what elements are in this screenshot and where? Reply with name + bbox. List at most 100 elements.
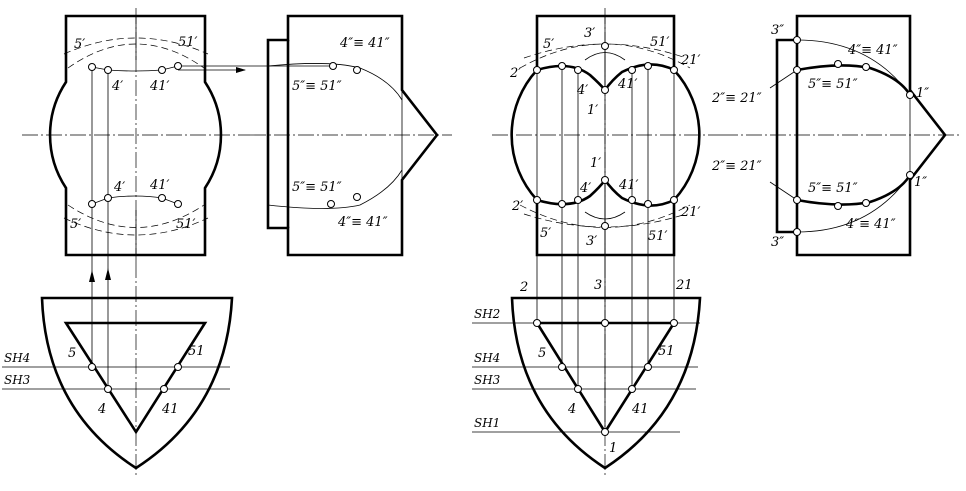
right-plan-label-41: 41 xyxy=(631,402,649,417)
right-side-label-4-top: 4″≡ 41″ xyxy=(847,43,898,58)
right-front-point-5-top xyxy=(558,62,566,70)
right-front-point-1-top xyxy=(601,86,609,94)
right-front-label-2-top: 2′ xyxy=(509,66,521,81)
left-side-lower-curve xyxy=(267,169,403,209)
left-side-point-4-bot xyxy=(353,193,361,201)
right-side-point-3-top xyxy=(793,36,801,44)
left-front-hidden-upper-curve-2 xyxy=(63,37,209,55)
left-front-label-41-bot: 41′ xyxy=(149,178,170,193)
left-plan-triangle xyxy=(63,321,208,435)
right-front-point-4-top xyxy=(574,66,582,74)
left-front-point-4-top xyxy=(104,66,112,74)
right-side-view: 3″ 4″≡ 41″ 2″≡ 21″ 5″≡ 51″ 1″ 2″≡ 21″ 5″… xyxy=(711,14,960,257)
left-side-label-4-top: 4″≡ 41″ xyxy=(339,36,390,51)
right-side-label-5-bot: 5″≡ 51″ xyxy=(808,181,858,196)
right-front-point-51-top xyxy=(644,62,652,70)
right-side-point-1-top xyxy=(906,91,914,99)
left-side-outline xyxy=(266,14,439,257)
left-front-point-5-bot xyxy=(88,200,96,208)
right-front-point-21-bot xyxy=(670,196,678,204)
left-plan-label-41: 41 xyxy=(161,402,179,417)
left-front-label-41-top: 41′ xyxy=(149,79,170,94)
left-front-point-41-top xyxy=(158,66,166,74)
left-front-hidden-lower-curve-2 xyxy=(63,217,209,236)
right-plan-point-41 xyxy=(628,385,636,393)
left-front-point-41-bot xyxy=(158,194,166,202)
left-front-label-4-bot: 4′ xyxy=(113,180,125,195)
right-front-label-51-top: 51′ xyxy=(650,35,670,50)
right-side-leader-2-top xyxy=(769,69,798,89)
right-plan-point-1 xyxy=(601,428,609,436)
right-side-label-2-top: 2″≡ 21″ xyxy=(711,91,762,106)
right-side-point-5-bot xyxy=(834,202,842,210)
left-plan-point-5 xyxy=(88,363,96,371)
right-side-point-3-bot xyxy=(793,228,801,236)
right-plan-label-sh3: SH3 xyxy=(474,373,501,387)
right-plan-point-3 xyxy=(601,319,609,327)
right-plan-point-2 xyxy=(533,319,541,327)
right-plan-point-4 xyxy=(574,385,582,393)
left-side-point-5-bot xyxy=(327,200,335,208)
right-front-label-1-top: 1′ xyxy=(587,103,598,118)
left-plan-label-51: 51 xyxy=(188,344,205,359)
right-plan-label-sh1: SH1 xyxy=(474,416,500,430)
right-side-point-5-top xyxy=(834,60,842,68)
right-front-label-3-top: 3′ xyxy=(584,26,595,41)
right-side-point-2-top xyxy=(793,66,801,74)
left-plan-label-4: 4 xyxy=(97,402,106,417)
right-plan-label-3: 3 xyxy=(594,278,602,293)
left-front-label-4-top: 4′ xyxy=(111,79,123,94)
right-plan-view: 2 3 21 5 51 4 41 1 SH2 SH4 SH3 SH1 xyxy=(472,262,702,478)
right-side-lower-curve xyxy=(796,174,912,206)
right-front-point-41-bot xyxy=(628,196,636,204)
left-front-point-5-top xyxy=(88,63,96,71)
right-front-label-21-bot: 21′ xyxy=(680,205,701,220)
left-plan-label-sh4: SH4 xyxy=(4,351,30,365)
right-side-upper-thin-curve xyxy=(796,39,911,96)
left-plan-point-51 xyxy=(174,363,182,371)
left-side-label-5-bot: 5″≡ 51″ xyxy=(292,180,342,195)
left-side-label-5-top: 5″≡ 51″ xyxy=(292,79,342,94)
right-side-point-2-bot xyxy=(793,196,801,204)
right-front-label-3-bot: 3′ xyxy=(586,234,597,249)
right-side-lower-thin-curve xyxy=(796,174,911,233)
left-front-point-51-bot xyxy=(174,200,182,208)
right-plan-label-1: 1 xyxy=(609,441,617,456)
left-front-view: 5′ 51′ 4′ 41′ 4′ 41′ 5′ 51′ xyxy=(22,8,335,389)
right-plan-label-21: 21 xyxy=(675,278,693,293)
right-front-label-41-top: 41′ xyxy=(617,77,638,92)
right-front-label-1-bot: 1′ xyxy=(590,156,601,171)
left-front-point-51-top xyxy=(174,62,182,70)
right-front-point-41-top xyxy=(628,66,636,74)
left-plan-label-5: 5 xyxy=(68,346,76,361)
right-front-point-5-bot xyxy=(558,200,566,208)
left-plan-outline xyxy=(40,296,234,470)
left-front-label-5-bot: 5′ xyxy=(70,217,81,232)
right-side-label-1-bot: 1″ xyxy=(914,175,927,190)
right-front-point-3-bot xyxy=(601,222,609,230)
left-plan-point-4 xyxy=(104,385,112,393)
right-plan-label-51: 51 xyxy=(658,344,675,359)
right-side-leader-2-bot xyxy=(769,181,798,201)
left-arrow-up-5 xyxy=(89,270,95,282)
left-plan-view: 5 51 4 41 SH4 SH3 xyxy=(2,262,234,475)
right-front-view: 2′ 5′ 3′ 51′ 21′ 4′ 41′ 1′ 1′ 4′ 41′ 2′ … xyxy=(492,8,722,432)
right-plan-triangle xyxy=(534,321,677,435)
right-side-point-4-bot xyxy=(862,199,870,207)
right-plan-point-21 xyxy=(670,319,678,327)
left-side-view: 4″≡ 41″ 5″≡ 51″ 5″≡ 51″ 4″≡ 41″ xyxy=(250,14,452,257)
right-side-label-1-top: 1″ xyxy=(916,86,929,101)
right-front-label-2-bot: 2′ xyxy=(511,199,523,214)
right-side-point-1-bot xyxy=(906,171,914,179)
right-side-outline xyxy=(775,14,947,257)
right-front-point-51-bot xyxy=(644,200,652,208)
left-plan-point-41 xyxy=(160,385,168,393)
right-side-label-3-top: 3″ xyxy=(771,23,784,38)
right-front-label-5-bot: 5′ xyxy=(540,226,551,241)
right-plan-label-sh4: SH4 xyxy=(474,351,500,365)
left-front-outline xyxy=(48,14,223,257)
left-front-label-51-top: 51′ xyxy=(178,35,198,50)
left-front-point-4-bot xyxy=(104,194,112,202)
right-front-label-21-top: 21′ xyxy=(680,53,701,68)
